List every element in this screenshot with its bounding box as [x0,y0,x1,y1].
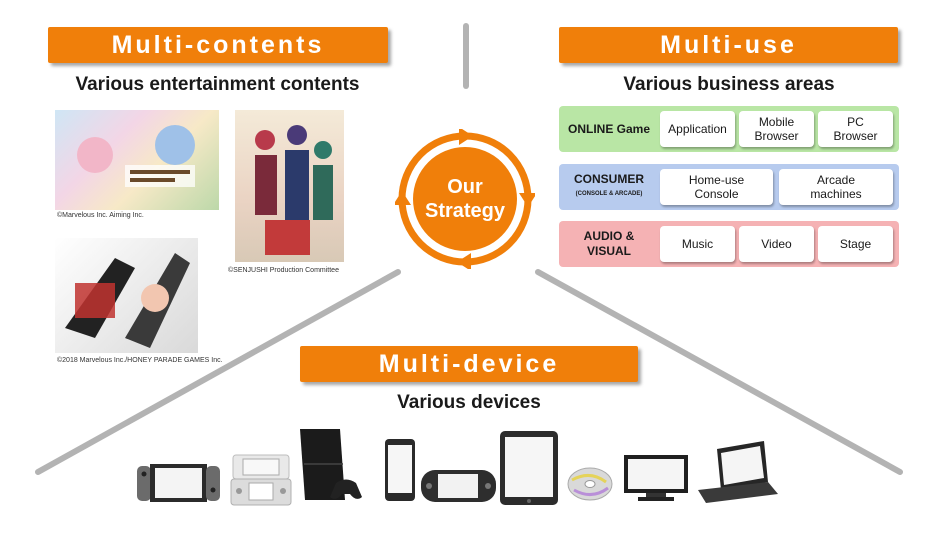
area-label-online: ONLINE Game [567,121,651,136]
game-artwork-2-caption: ©SENJUSHI Production Committee [228,267,339,274]
playstation-4-icon [300,429,362,500]
multi-device-banner: Multi-device [300,346,638,382]
area-label-consumer: CONSUMER (CONSOLE & ARCADE) [573,172,644,197]
business-area-online: ONLINE Game Application Mobile Browser P… [559,106,899,152]
chip-arcade-machines: Arcade machines [779,169,893,205]
game-artwork-1 [55,110,219,210]
laptop-icon [698,441,778,503]
multi-device-subtitle: Various devices [397,392,541,413]
strategy-line-1: Our [447,176,483,198]
character-group-art-icon [255,125,333,255]
chip-music: Music [660,226,735,262]
disc-icon [567,467,613,501]
multi-contents-subtitle: Various entertainment contents [75,74,360,95]
fantasy-art-icon [77,125,195,187]
smartphone-icon [385,439,415,501]
nintendo-switch-icon [137,464,220,502]
chip-pc-browser: PC Browser [818,111,893,147]
game-artwork-2 [235,110,344,262]
game-artwork-3 [55,238,198,353]
new-3ds-icon [230,454,292,506]
tablet-icon [500,431,558,505]
ps-vita-icon [421,470,496,502]
business-area-audio-visual: AUDIO & VISUAL Music Video Stage [559,221,899,267]
chip-home-use-console: Home-use Console [660,169,773,205]
area-label-audio-visual: AUDIO & VISUAL [583,229,635,258]
business-area-consumer: CONSUMER (CONSOLE & ARCADE) Home-use Con… [559,164,899,210]
chip-stage: Stage [818,226,893,262]
chip-video: Video [739,226,814,262]
strategy-line-2: Strategy [424,200,506,222]
multi-use-subtitle: Various business areas [623,74,835,95]
multi-use-banner: Multi-use [559,27,898,63]
monitor-icon [624,455,688,501]
multi-contents-banner: Multi-contents [48,27,388,63]
game-artwork-1-caption: ©Marvelous Inc. Aiming Inc. [57,212,144,219]
chip-mobile-browser: Mobile Browser [739,111,814,147]
action-art-icon [65,253,190,348]
strategy-core: Our Strategy [413,147,517,251]
chip-application: Application [660,111,735,147]
strategy-cycle-arrows [395,129,535,269]
game-artwork-3-caption: ©2018 Marvelous Inc./HONEY PARADE GAMES … [57,357,223,364]
